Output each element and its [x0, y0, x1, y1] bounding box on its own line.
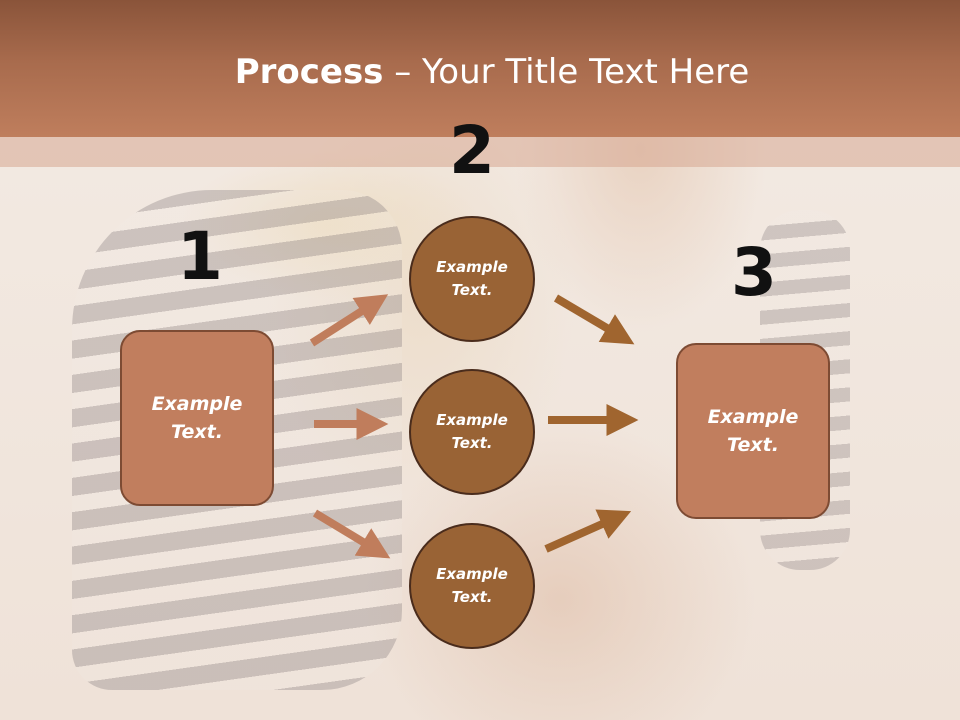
circle-bottom-line2: Text.	[451, 588, 493, 606]
circle-middle-line1: Example	[436, 410, 508, 429]
step-number-3: 3	[731, 234, 777, 311]
arrow-bottom-to-right	[544, 509, 632, 553]
title-rest: – Your Title Text Here	[383, 52, 750, 92]
left-box-line2: Text.	[171, 421, 223, 443]
title-bold: Process	[234, 52, 384, 92]
circle-bottom-line1: Example	[436, 564, 508, 583]
step-number-2: 2	[449, 112, 495, 189]
arrow-left-to-bottom	[312, 509, 391, 559]
title-band	[0, 0, 960, 137]
right-box-line2: Text.	[727, 434, 779, 456]
circle-top-line2: Text.	[451, 281, 493, 299]
left-box-line1: Example	[151, 392, 243, 415]
circle-top[interactable]: Example Text.	[409, 216, 535, 342]
arrow-top-to-right	[553, 294, 635, 345]
circle-middle-line2: Text.	[451, 434, 493, 452]
step-number-1: 1	[177, 218, 223, 295]
arrow-left-to-top	[309, 294, 389, 347]
right-box-line1: Example	[707, 405, 799, 428]
right-box[interactable]: Example Text.	[676, 343, 830, 519]
left-box[interactable]: Example Text.	[120, 330, 274, 506]
circle-middle[interactable]: Example Text.	[409, 369, 535, 495]
circle-bottom[interactable]: Example Text.	[409, 523, 535, 649]
slide-title[interactable]: Process – Your Title Text Here	[0, 52, 960, 92]
title-band-strip	[0, 137, 960, 167]
circle-top-line1: Example	[436, 257, 508, 276]
